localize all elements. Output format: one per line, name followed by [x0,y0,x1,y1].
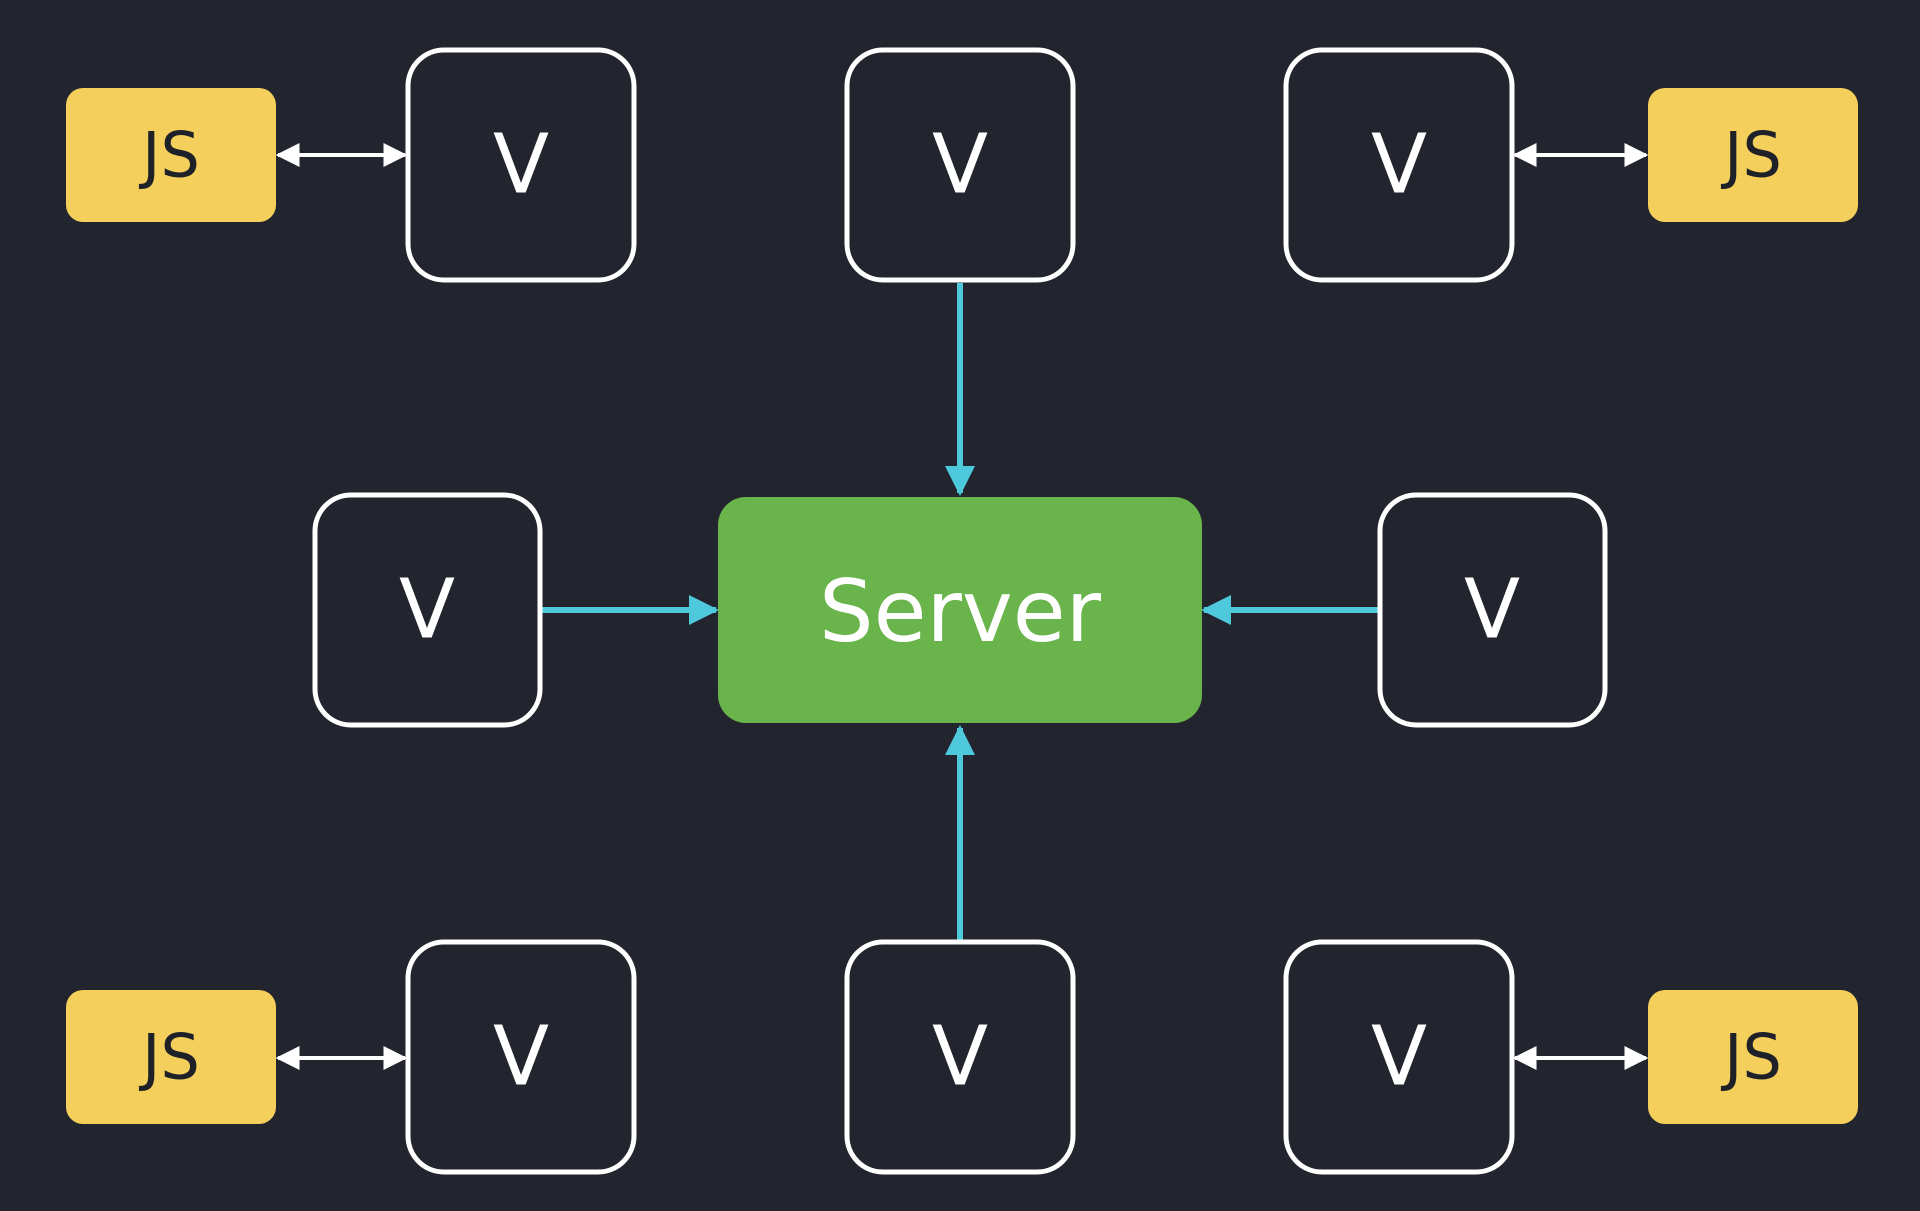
v-node-bottom-left: V [405,939,637,1175]
js-box-bottom-left: JS [66,990,276,1124]
v-node-bottom-right-label: V [1371,1010,1427,1105]
js-box-top-left: JS [66,88,276,222]
v-node-bottom-center: V [844,939,1076,1175]
js-box-bottom-right-label: JS [1720,1021,1782,1094]
v-node-bottom-right: V [1283,939,1515,1175]
js-box-top-right-label: JS [1720,119,1782,192]
js-box-bottom-left-label: JS [138,1021,200,1094]
v-node-middle-left: V [312,492,543,728]
js-box-top-left-label: JS [138,119,200,192]
v-node-middle-right: V [1377,492,1608,728]
v-node-top-right-label: V [1371,118,1427,213]
v-node-top-center-label: V [932,118,988,213]
server-label: Server [819,562,1102,662]
v-node-bottom-left-label: V [493,1010,549,1105]
v-node-bottom-center-label: V [932,1010,988,1105]
v-node-middle-left-label: V [399,563,455,658]
v-node-top-center: V [844,47,1076,283]
js-box-bottom-right: JS [1648,990,1858,1124]
v-node-middle-right-label: V [1464,563,1520,658]
v-node-top-left: V [405,47,637,283]
js-box-top-right: JS [1648,88,1858,222]
v-node-top-right: V [1283,47,1515,283]
server-node: Server [718,497,1202,723]
v-node-top-left-label: V [493,118,549,213]
